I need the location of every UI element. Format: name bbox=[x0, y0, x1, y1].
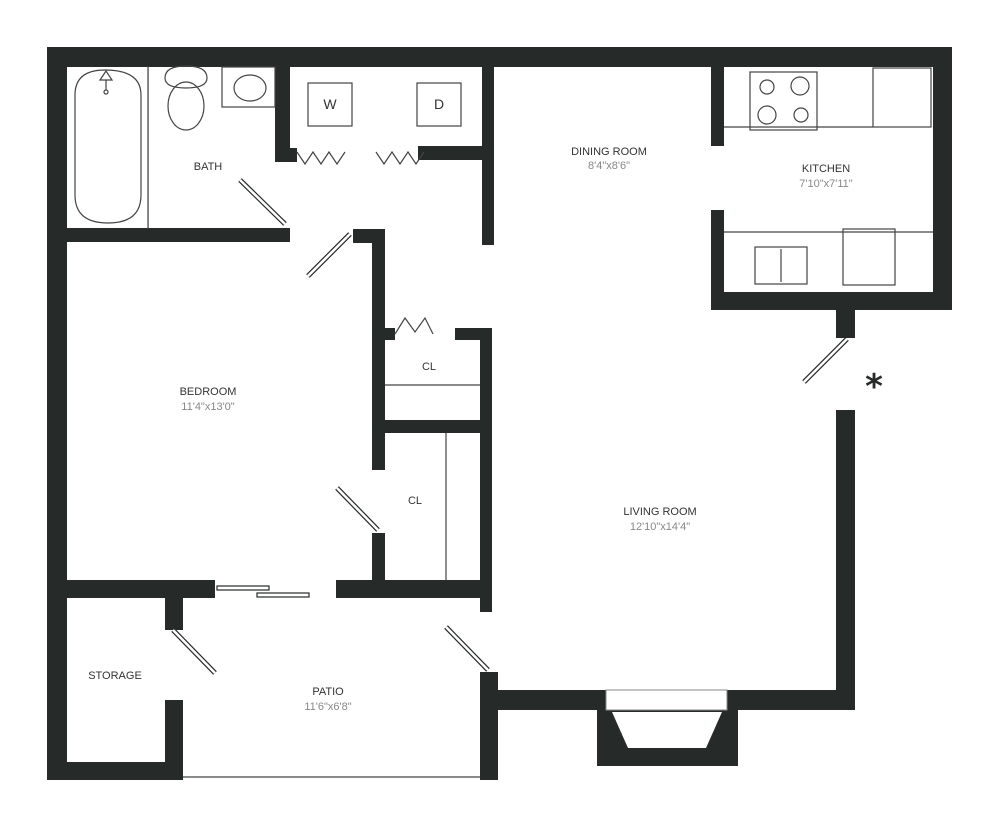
room-label-living: LIVING ROOM bbox=[623, 506, 696, 518]
room-label-closet: CL bbox=[422, 361, 436, 373]
room-size-patio: 11'6"x6'8" bbox=[304, 701, 351, 713]
doors bbox=[171, 178, 849, 675]
kitchen-sink bbox=[754, 246, 808, 285]
room-label-patio: PATIO bbox=[312, 686, 344, 698]
dryer bbox=[416, 82, 462, 127]
room-label-closet: CL bbox=[408, 495, 422, 507]
shower-head-icon bbox=[98, 69, 114, 90]
washer-label: W bbox=[323, 96, 337, 112]
bathtub bbox=[74, 69, 142, 224]
walls bbox=[47, 47, 952, 780]
room-label-bath: BATH bbox=[194, 161, 223, 173]
washer bbox=[307, 82, 353, 127]
room-label-bedroom: BEDROOM bbox=[180, 386, 237, 398]
dryer-label: D bbox=[434, 96, 444, 112]
stove bbox=[749, 71, 818, 131]
sink bbox=[233, 74, 267, 102]
room-size-living: 12'10"x14'4" bbox=[630, 521, 690, 533]
fixtures bbox=[74, 65, 933, 778]
room-size-kitchen: 7'10"x7'11" bbox=[799, 178, 852, 190]
entry-marker-icon: * bbox=[865, 367, 883, 407]
refrigerator bbox=[872, 67, 932, 128]
fireplace-opening bbox=[605, 689, 728, 711]
room-label-kitchen: KITCHEN bbox=[802, 163, 850, 175]
toilet bbox=[167, 81, 205, 131]
room-size-dining: 8'4"x8'6" bbox=[588, 160, 630, 172]
room-label-storage: STORAGE bbox=[88, 670, 142, 682]
fireplace-hearth bbox=[612, 712, 722, 748]
bifold-door bbox=[375, 150, 425, 166]
bifold-door bbox=[296, 150, 346, 166]
dishwasher bbox=[842, 228, 896, 286]
room-size-bedroom: 11'4"x13'0" bbox=[181, 401, 234, 413]
room-label-dining: DINING ROOM bbox=[571, 146, 647, 158]
